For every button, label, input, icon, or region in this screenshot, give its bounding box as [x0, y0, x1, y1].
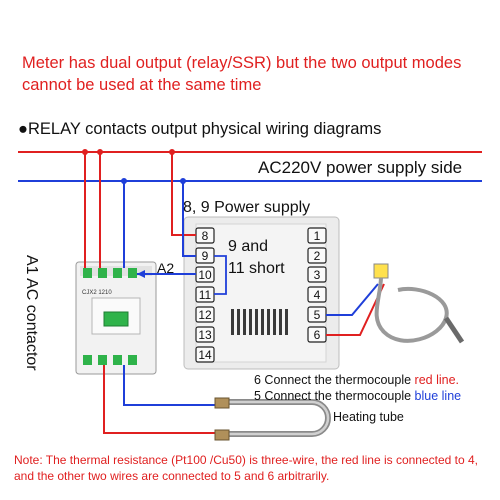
- tc5-prefix: 5 Connect the thermocouple: [254, 389, 415, 403]
- terminal-2-label: 2: [314, 249, 321, 263]
- wire-heater-blue: [123, 365, 222, 406]
- tc6-color: red line.: [414, 373, 460, 387]
- terminal-2: [307, 247, 327, 264]
- wire-tc-blue: [326, 283, 379, 316]
- terminal-8-label: 8: [202, 229, 209, 243]
- tc6-prefix: 6 Connect the thermocouple: [254, 373, 415, 387]
- terminal-9-label: 9: [202, 249, 209, 263]
- terminal-14-label: 14: [198, 348, 212, 362]
- tc5-color: blue line: [414, 389, 462, 403]
- terminal-13: [195, 326, 215, 343]
- jumper-9-11: [214, 255, 227, 295]
- short-label: 9 and 11 short: [228, 236, 285, 280]
- terminal-1: [307, 227, 327, 244]
- wire-power-9: [182, 181, 196, 257]
- power-supply-label: 8, 9 Power supply: [183, 199, 311, 216]
- terminal-13-label: 13: [198, 328, 212, 342]
- terminal-6-label: 6: [314, 328, 321, 342]
- terminal-14: [195, 346, 215, 363]
- terminal-12-label: 12: [198, 308, 212, 322]
- heating-tube-label: Heating tube: [333, 410, 404, 424]
- meter-vent: [231, 309, 288, 335]
- right-terminal-block: [307, 227, 327, 343]
- contactor-label: A1 AC contactor: [23, 255, 40, 371]
- wire-heater-red: [103, 365, 222, 434]
- terminal-3: [307, 266, 327, 283]
- power-side-label: AC220V power supply side: [258, 158, 463, 177]
- bullet: ●: [18, 120, 28, 138]
- terminal-4-label: 4: [314, 288, 321, 302]
- a2-label: A2: [157, 260, 175, 276]
- terminal-12: [195, 306, 215, 323]
- terminal-3-label: 3: [314, 268, 321, 282]
- terminal-4: [307, 286, 327, 303]
- thermocouple-line5: 5 Connect the thermocouple blue line: [254, 389, 461, 403]
- short-label-line1: 9 and: [228, 238, 269, 255]
- terminal-11-label: 11: [199, 288, 212, 302]
- heating-tube: [222, 399, 331, 437]
- wire-power-8: [171, 152, 196, 236]
- short-label-line2: 11 short: [228, 260, 285, 277]
- dual-output-warning: Meter has dual output (relay/SSR) but th…: [22, 54, 462, 94]
- note-text: Note: The thermal resistance (Pt100 /Cu5…: [14, 453, 479, 483]
- contactor-model: CJX2 1210: [82, 290, 112, 296]
- terminal-1-label: 1: [314, 229, 321, 243]
- wiring-heading: ●RELAY contacts output physical wiring d…: [18, 120, 381, 139]
- thermocouple-probe: [373, 263, 465, 344]
- thermocouple-line6: 6 Connect the thermocouple red line.: [254, 373, 459, 387]
- ac-contactor: [75, 261, 157, 375]
- heading-text: RELAY contacts output physical wiring di…: [27, 120, 382, 138]
- terminal-5-label: 5: [314, 308, 321, 322]
- terminal-10-label: 10: [198, 268, 212, 282]
